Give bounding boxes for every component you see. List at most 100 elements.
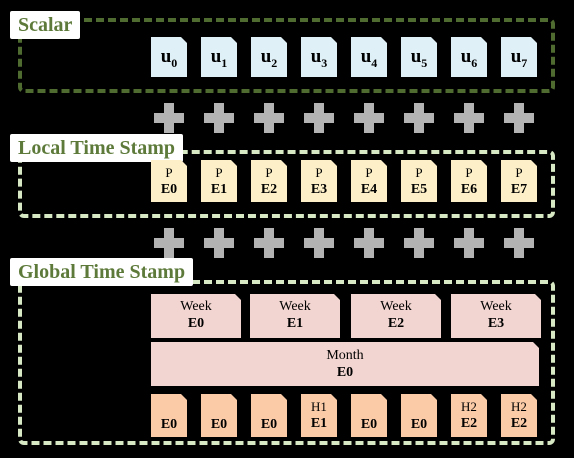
scalar-title: Scalar — [10, 11, 81, 39]
scalar-cell-subscript: 4 — [371, 55, 378, 70]
plus-icon — [354, 103, 384, 133]
scalar-cell-base: u — [210, 46, 222, 67]
local-cell-label: P — [215, 165, 223, 180]
local-cell: P E7 — [501, 160, 537, 202]
local-cell: P E0 — [151, 160, 187, 202]
week-cell-id: E0 — [187, 316, 205, 331]
scalar-cell-base: u — [360, 46, 372, 67]
scalar-cell: u2 — [251, 37, 287, 77]
hour-cell-label: H2 — [511, 399, 527, 414]
hour-cell-id: E1 — [310, 416, 328, 431]
local-cell-label: P — [365, 165, 373, 180]
scalar-section-box — [18, 18, 555, 93]
local-cell: P E2 — [251, 160, 287, 202]
hour-cell-id: E0 — [410, 417, 428, 432]
scalar-cell: u4 — [351, 37, 387, 77]
plus-icon — [504, 228, 534, 258]
local-cell-id: E3 — [310, 182, 328, 197]
local-cell-label: P — [515, 165, 523, 180]
scalar-cell-subscript: 0 — [171, 55, 178, 70]
hour-cell: E0 — [401, 394, 437, 437]
week-cell-label: Week — [380, 299, 412, 314]
week-cell-id: E3 — [487, 316, 505, 331]
hour-cell: E0 — [251, 394, 287, 437]
plus-icon — [454, 228, 484, 258]
plus-icon — [354, 228, 384, 258]
hour-cell-label: H2 — [461, 399, 477, 414]
scalar-cell-base: u — [160, 46, 172, 67]
scalar-cell: u6 — [451, 37, 487, 77]
scalar-cell: u1 — [201, 37, 237, 77]
hour-cell: E0 — [151, 394, 187, 437]
week-cell-id: E2 — [387, 316, 405, 331]
plus-icon — [154, 228, 184, 258]
plus-icon — [204, 103, 234, 133]
scalar-cell-base: u — [460, 46, 472, 67]
local-cell-id: E5 — [410, 182, 428, 197]
local-cell-label: P — [465, 165, 473, 180]
scalar-cell: u0 — [151, 37, 187, 77]
plus-icon — [404, 103, 434, 133]
hour-cell-id: E0 — [360, 417, 378, 432]
local-cell-id: E4 — [360, 182, 378, 197]
plus-icon — [404, 228, 434, 258]
plus-icon — [254, 103, 284, 133]
local-cell: P E3 — [301, 160, 337, 202]
week-cell-label: Week — [180, 299, 212, 314]
scalar-cell-base: u — [310, 46, 322, 67]
scalar-cell: u7 — [501, 37, 537, 77]
hour-cell-id: E0 — [210, 417, 228, 432]
scalar-cell-subscript: 7 — [521, 55, 528, 70]
scalar-cell: u3 — [301, 37, 337, 77]
hour-cell: E0 — [351, 394, 387, 437]
month-cell: Month E0 — [151, 342, 539, 386]
plus-icon — [454, 103, 484, 133]
local-cell-label: P — [165, 165, 173, 180]
hour-cell-id: E0 — [260, 417, 278, 432]
global-section-box — [18, 280, 555, 445]
local-cell-id: E2 — [260, 182, 278, 197]
hour-cell-id: E0 — [160, 417, 178, 432]
local-cell-label: P — [315, 165, 323, 180]
hour-cell-id: E2 — [510, 416, 528, 431]
scalar-cell: u5 — [401, 37, 437, 77]
plus-icon — [154, 103, 184, 133]
local-cell: P E5 — [401, 160, 437, 202]
month-cell-label: Month — [326, 348, 364, 363]
local-cell-id: E7 — [510, 182, 528, 197]
scalar-cell-base: u — [260, 46, 272, 67]
local-cell-label: P — [415, 165, 423, 180]
plus-icon — [504, 103, 534, 133]
local-title: Local Time Stamp — [10, 134, 184, 162]
scalar-cell-subscript: 5 — [421, 55, 428, 70]
local-section-box — [18, 150, 555, 218]
local-cell-id: E0 — [160, 182, 178, 197]
month-cell-id: E0 — [336, 365, 354, 380]
local-cell-label: P — [265, 165, 273, 180]
hour-cell-id: E2 — [460, 416, 478, 431]
plus-icon — [254, 228, 284, 258]
global-title: Global Time Stamp — [10, 258, 194, 286]
scalar-cell-subscript: 1 — [221, 55, 228, 70]
local-cell: P E4 — [351, 160, 387, 202]
week-cell-label: Week — [480, 299, 512, 314]
local-cell-id: E6 — [460, 182, 478, 197]
plus-icon — [304, 228, 334, 258]
week-cell-label: Week — [279, 299, 311, 314]
plus-icon — [304, 103, 334, 133]
scalar-cell-subscript: 2 — [271, 55, 278, 70]
week-cell-id: E1 — [286, 316, 304, 331]
scalar-cell-base: u — [410, 46, 422, 67]
local-cell-id: E1 — [210, 182, 228, 197]
scalar-cell-subscript: 3 — [321, 55, 328, 70]
scalar-cell-base: u — [510, 46, 522, 67]
plus-icon — [204, 228, 234, 258]
scalar-cell-subscript: 6 — [471, 55, 478, 70]
